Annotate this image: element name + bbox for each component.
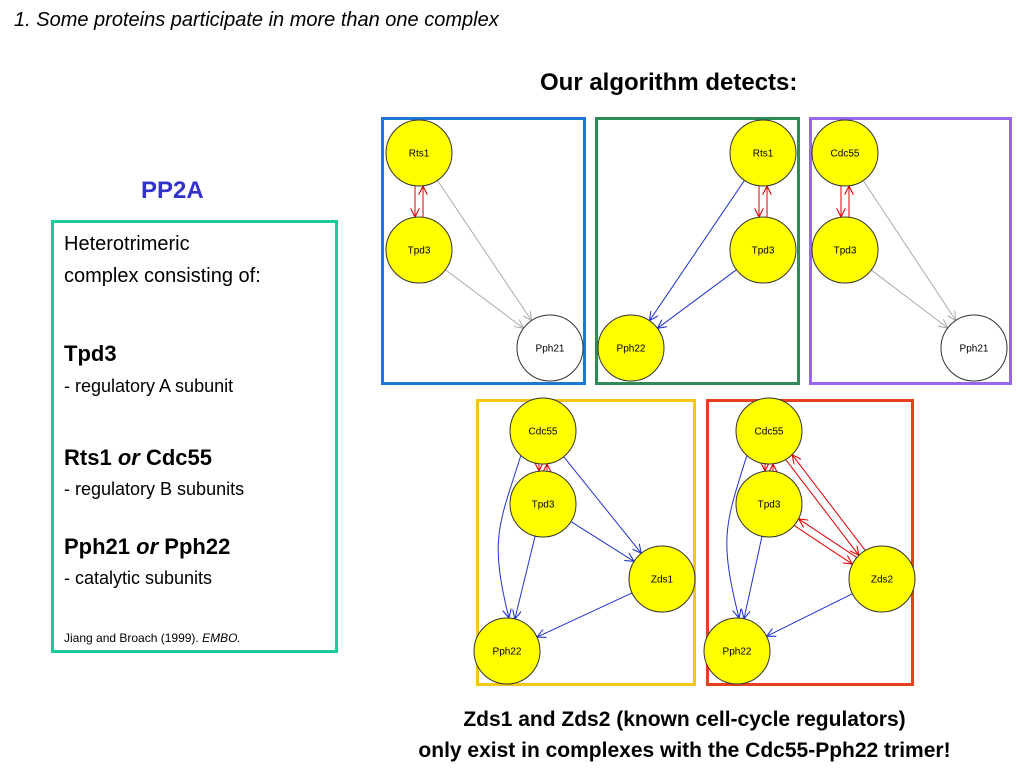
node-cdc55	[509, 397, 577, 465]
node-label-cdc55: Cdc55	[529, 427, 558, 438]
b-subunit-names: Rts1 or Cdc55	[64, 445, 212, 471]
citation-text: Jiang and Broach (1999).	[64, 631, 203, 645]
edge-b-d	[744, 536, 763, 619]
panel-border	[809, 117, 1012, 385]
b-subunit-desc: - regulatory B subunits	[64, 479, 245, 499]
edge-a-d	[497, 454, 522, 618]
node-label-rts1: Rts1	[409, 149, 430, 160]
node-pph22	[597, 314, 665, 382]
edge-a-d	[726, 454, 748, 618]
edge-b-d	[515, 535, 536, 619]
node-label-pph22: Pph22	[493, 647, 522, 658]
conclusion-line-1: Zds1 and Zds2 (known cell-cycle regulato…	[463, 708, 906, 731]
node-label-tpd3: Tpd3	[408, 246, 431, 257]
citation: Jiang and Broach (1999). EMBO.	[64, 631, 241, 645]
citation-journal: EMBO.	[202, 631, 241, 645]
node-pph21	[940, 314, 1008, 382]
edge-b-c	[799, 519, 857, 558]
b-subunit-name-1: Rts1	[64, 445, 112, 470]
node-pph22	[703, 617, 771, 685]
node-label-pph22: Pph22	[723, 647, 752, 658]
node-pph22	[473, 617, 541, 685]
node-label-pph22: Pph22	[617, 344, 646, 355]
edge-b-c	[870, 269, 947, 328]
node-rts1	[385, 119, 453, 187]
node-zds1	[628, 545, 696, 613]
b-subunit-or: or	[117, 445, 140, 470]
node-tpd3	[385, 216, 453, 284]
catalytic-subunit-desc: - catalytic subunits	[64, 568, 213, 588]
node-label-cdc55: Cdc55	[831, 149, 860, 160]
b-subunit-name-2: Cdc55	[145, 445, 212, 470]
slide-title: 1. Some proteins participate in more tha…	[14, 9, 499, 31]
edge-b-c	[657, 269, 737, 329]
edge-c-d	[767, 593, 853, 637]
edge-b-c	[570, 521, 634, 562]
catalytic-subunit-name-1: Pph21	[64, 534, 131, 559]
edge-a-c	[436, 180, 531, 320]
tpd3-desc: - regulatory A subunit	[64, 376, 234, 396]
panel-border	[706, 399, 914, 686]
panel-border	[595, 117, 800, 385]
node-label-rts1: Rts1	[753, 149, 774, 160]
node-label-tpd3: Tpd3	[532, 500, 555, 511]
node-label-tpd3: Tpd3	[758, 500, 781, 511]
catalytic-subunit-name-2: Pph22	[164, 534, 231, 559]
intro-line-2: complex consisting of:	[64, 265, 261, 287]
node-cdc55	[735, 397, 803, 465]
tpd3-name: Tpd3	[64, 341, 117, 366]
edge-b-c	[794, 525, 852, 565]
catalytic-subunit-or: or	[136, 534, 159, 559]
edge-b-c	[445, 269, 523, 328]
node-tpd3	[735, 470, 803, 538]
node-zds2	[848, 545, 916, 613]
edge-a-c	[563, 456, 642, 554]
node-label-zds1: Zds1	[651, 575, 674, 586]
conclusion-line-2: only exist in complexes with the Cdc55-P…	[418, 739, 951, 762]
edge-a-c	[792, 455, 866, 551]
node-tpd3	[811, 216, 879, 284]
node-rts1	[729, 119, 797, 187]
panel-border	[381, 117, 586, 385]
pp2a-info-box: Heterotrimeric complex consisting of: Tp…	[51, 220, 338, 653]
node-tpd3	[729, 216, 797, 284]
edge-a-c	[649, 180, 745, 320]
edge-c-d	[537, 592, 633, 637]
edge-a-c	[862, 180, 956, 321]
catalytic-subunit-names: Pph21 or Pph22	[64, 534, 230, 560]
node-label-pph21: Pph21	[536, 344, 565, 355]
pp2a-heading: PP2A	[141, 177, 204, 204]
algorithm-heading: Our algorithm detects:	[540, 69, 798, 96]
node-label-pph21: Pph21	[960, 344, 989, 355]
panel-border	[476, 399, 696, 686]
conclusion-text: Zds1 and Zds2 (known cell-cycle regulato…	[345, 704, 1024, 766]
node-label-tpd3: Tpd3	[834, 246, 857, 257]
node-label-tpd3: Tpd3	[752, 246, 775, 257]
intro-line-1: Heterotrimeric	[64, 233, 190, 255]
node-cdc55	[811, 119, 879, 187]
node-pph21	[516, 314, 584, 382]
node-tpd3	[509, 470, 577, 538]
edge-a-c	[785, 459, 859, 556]
node-label-zds2: Zds2	[871, 575, 894, 586]
node-label-cdc55: Cdc55	[755, 427, 784, 438]
